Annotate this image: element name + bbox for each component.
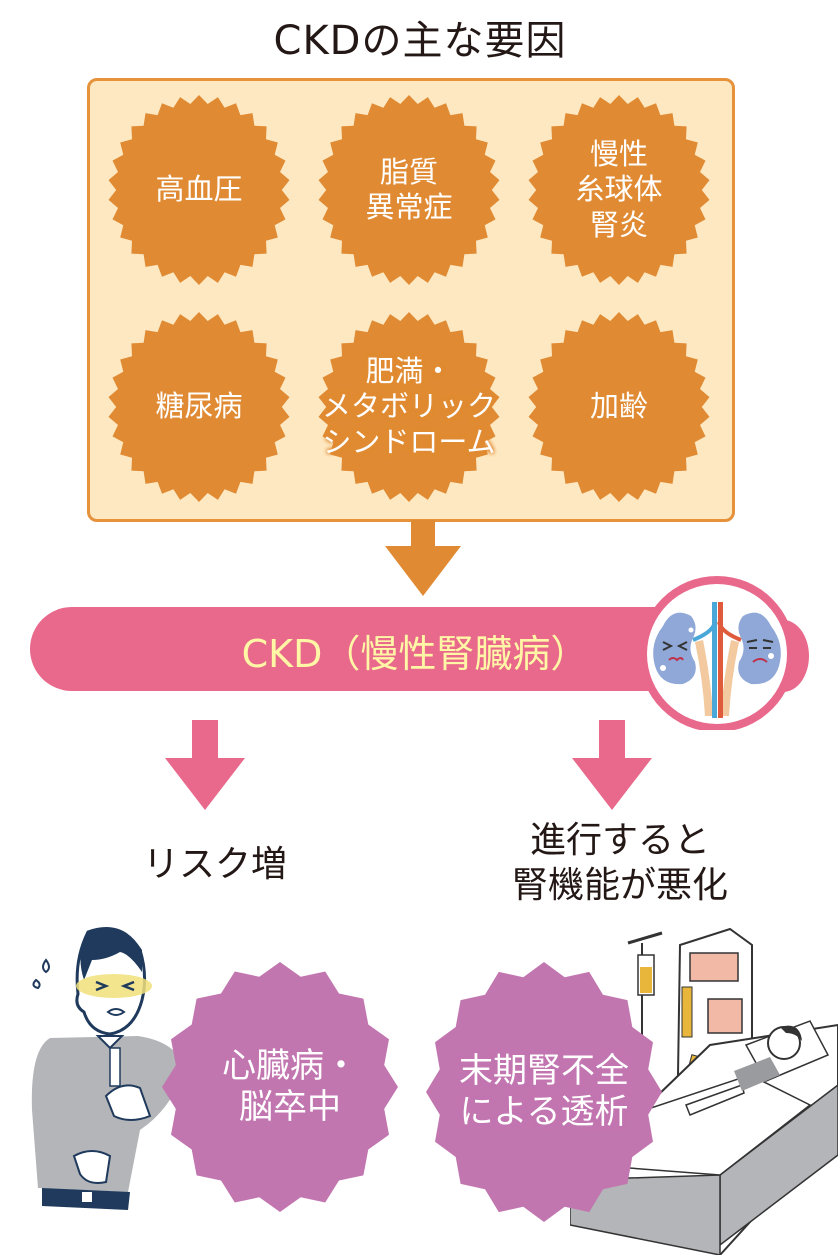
burst-shape (318, 95, 500, 285)
factor-obesity-metabolic: 肥満・ メタボリック シンドローム (318, 312, 500, 502)
burst-fill (318, 312, 500, 502)
burst-fill (108, 95, 290, 285)
burst-fill (108, 312, 290, 502)
burst-shape (108, 95, 290, 285)
factor-glomerulonephritis: 慢性 糸球体 腎炎 (528, 95, 710, 285)
factor-hypertension: 高血圧 (108, 95, 290, 285)
burst-shape (318, 312, 500, 502)
down-arrow-icon (385, 520, 461, 596)
down-arrow-left-icon (165, 720, 245, 810)
branch-label-risk: リスク増 (142, 844, 287, 885)
factor-label: 加齢 (589, 389, 648, 424)
burst-fill (162, 962, 398, 1212)
burst-shape (528, 95, 710, 285)
burst-shape (108, 312, 290, 502)
burst-shape (426, 962, 662, 1222)
burst-fill (528, 95, 710, 285)
factor-dyslipidemia: 脂質 異常症 (318, 95, 500, 285)
factor-label: 肥満・ メタボリック シンドローム (321, 353, 496, 459)
dialysis-bed-illustration (570, 927, 838, 1255)
factor-label: 脂質 異常症 (365, 154, 453, 224)
branch-label-progression: 進行すると 腎機能が悪化 (511, 820, 728, 906)
factor-label: 慢性 糸球体 腎炎 (575, 136, 663, 242)
outcome-dialysis: 末期腎不全 による透析 (426, 962, 662, 1222)
outcome-label: 末期腎不全 による透析 (459, 1050, 629, 1132)
burst-shape (162, 962, 398, 1212)
burst-fill (426, 962, 662, 1222)
outcome-heart-stroke: 心臓病・ 脳卒中 (162, 962, 398, 1212)
down-arrow-right-icon (572, 720, 652, 810)
factor-diabetes: 糖尿病 (108, 312, 290, 502)
outcome-label: 心臓病・ 脳卒中 (222, 1045, 358, 1127)
sad-kidneys-icon (639, 576, 809, 730)
burst-fill (318, 95, 500, 285)
burst-shape (528, 312, 710, 502)
burst-fill (528, 312, 710, 502)
ckd-band (30, 607, 730, 691)
factor-aging: 加齢 (528, 312, 710, 502)
factor-label: 糖尿病 (155, 389, 243, 424)
man-chest-pain-illustration (31, 927, 186, 1210)
ckd-label: CKD（慢性腎臓病） (241, 631, 589, 676)
factor-label: 高血圧 (155, 172, 243, 207)
page-title: CKDの主な要因 (273, 18, 567, 64)
